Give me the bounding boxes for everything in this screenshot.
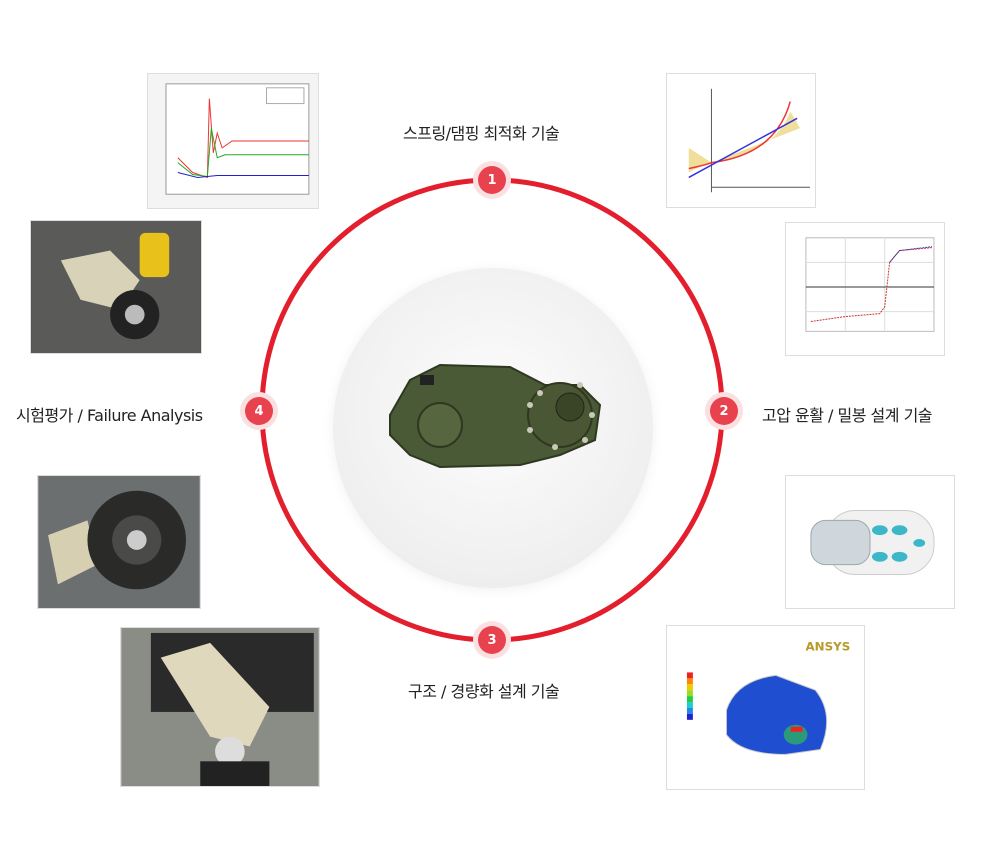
step-label-2: 고압 윤활 / 밀봉 설계 기술 bbox=[762, 406, 933, 425]
step-marker-1[interactable]: 1 bbox=[478, 166, 506, 194]
test-rig-photo-1 bbox=[30, 220, 202, 354]
step-label-4: 시험평가 / Failure Analysis bbox=[16, 406, 203, 425]
step-marker-4[interactable]: 4 bbox=[245, 397, 273, 425]
test-rig-photo-3 bbox=[120, 627, 320, 787]
ansys-logo: ANSYS bbox=[806, 640, 851, 654]
step-marker-3[interactable]: 3 bbox=[478, 626, 506, 654]
spring-curve-chart-image bbox=[666, 73, 816, 208]
step-label-1: 스프링/댐핑 최적화 기술 bbox=[403, 124, 560, 143]
lubrication-chart-image bbox=[785, 222, 945, 356]
gearbox-image bbox=[389, 363, 602, 469]
ansys-stress-analysis-image: ANSYS bbox=[666, 625, 865, 790]
seal-render-image bbox=[785, 475, 955, 609]
step-label-3: 구조 / 경량화 설계 기술 bbox=[408, 682, 560, 701]
test-rig-photo-2 bbox=[37, 475, 201, 609]
step-marker-2[interactable]: 2 bbox=[710, 397, 738, 425]
damping-test-chart-image bbox=[147, 73, 319, 209]
